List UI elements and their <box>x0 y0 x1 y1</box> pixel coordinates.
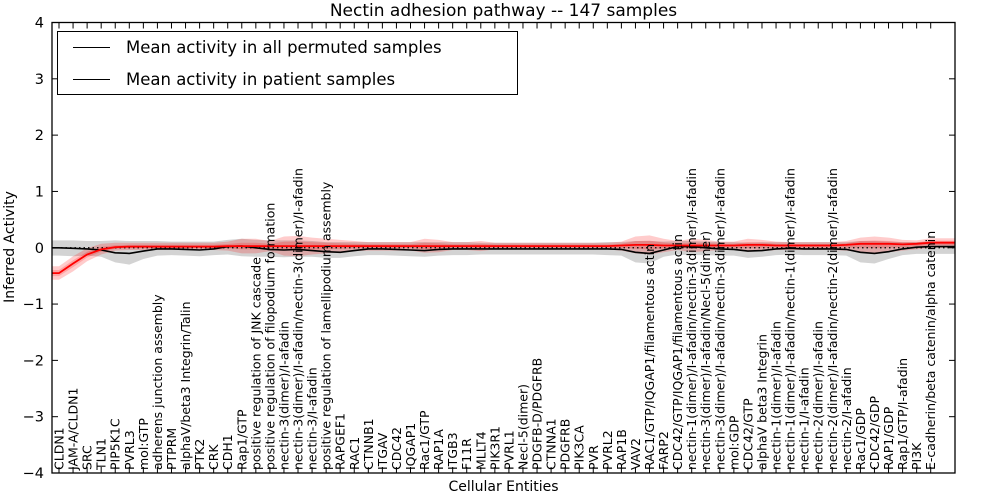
x-tick-label: PVR <box>586 445 601 470</box>
x-tick-label: CDC42/GDP <box>867 395 882 470</box>
x-tick-label: nectin-3(dimer)/I-afadin/nectin-3(dimer)… <box>712 168 727 470</box>
x-tick-label: ITGAV <box>375 432 390 470</box>
x-tick-label: RAP1A <box>431 429 446 470</box>
x-tick-label: TLN1 <box>94 438 109 471</box>
x-tick-label: nectin-3(dimer)/I-afadin <box>277 321 292 470</box>
x-tick-label: nectin-1(dimer)/I-afadin <box>769 321 784 470</box>
patient-line-swatch <box>73 78 110 80</box>
x-tick-label: PDGFRB <box>558 419 573 470</box>
y-tick-label: −4 <box>23 466 44 482</box>
x-tick-label: PIP5K1C <box>108 418 123 470</box>
x-tick-label: FARP2 <box>656 431 671 470</box>
x-tick-label: CDC42 <box>389 427 404 470</box>
x-tick-label: PI3K <box>909 442 924 470</box>
x-tick-label: nectin-2/I-afadin <box>839 367 854 470</box>
x-tick-label: PTK2 <box>192 439 207 470</box>
x-tick-label: nectin-3(dimer)/I-afadin/nectin-3(dimer)… <box>291 168 306 470</box>
x-tick-label: IQGAP1 <box>403 423 418 470</box>
x-tick-label: CDC42/GTP <box>740 398 755 470</box>
x-tick-label: nectin-1(dimer)/I-afadin/nectin-1(dimer)… <box>783 168 798 470</box>
x-tick-label: PDGFB-D/PDGFRB <box>530 358 545 470</box>
x-tick-label: Rac1/GTP <box>417 410 432 470</box>
x-tick-label: nectin-3(dimer)/I-afadin/Necl-5(dimer) <box>698 231 713 470</box>
x-tick-label: MLLT4 <box>473 431 488 470</box>
x-tick-label: JAM-A/CLDN1 <box>66 388 81 471</box>
legend-label-permuted: Mean activity in all permuted samples <box>126 37 442 57</box>
legend-item-permuted: Mean activity in all permuted samples <box>58 33 517 61</box>
x-tick-label: E-cadherin/beta catenin/alpha catenin <box>923 231 938 470</box>
x-tick-label: CDC42/GTP/IQGAP1/filamentous actin <box>670 234 685 470</box>
x-tick-label: nectin-1(dimer)/I-afadin/nectin-3(dimer)… <box>684 168 699 470</box>
x-axis-label: Cellular Entities <box>448 479 559 495</box>
patient-mean-line <box>52 241 955 275</box>
x-tick-label: positive regulation of lamellipodium ass… <box>319 181 334 470</box>
x-tick-label: RAP1B <box>614 429 629 470</box>
x-tick-label: PIK3CA <box>572 425 587 470</box>
permuted-mean-line <box>52 245 955 255</box>
legend-item-patient: Mean activity in patient samples <box>58 65 517 93</box>
y-tick-label: 3 <box>35 72 44 88</box>
x-tick-label: PVRL3 <box>122 430 137 470</box>
x-tick-label: PTPRM <box>164 428 179 470</box>
x-tick-label: Rac1/GDP <box>853 408 868 470</box>
y-tick-label: −3 <box>23 410 44 426</box>
x-tick-label: mol:GDP <box>726 415 741 470</box>
x-tick-label: CDH1 <box>220 434 235 470</box>
x-tick-label: nectin-2(dimer)/I-afadin <box>811 321 826 470</box>
x-tick-label: nectin-3/I-afadin <box>305 367 320 470</box>
y-axis-label: Inferred Activity <box>2 191 18 303</box>
x-tick-label: alphaV beta3 Integrin <box>755 334 770 470</box>
x-tick-label: nectin-1/I-afadin <box>797 367 812 470</box>
x-tick-label: CTNNB1 <box>361 418 376 470</box>
x-tick-label: ITGB3 <box>445 432 460 470</box>
x-tick-label: VAV2 <box>628 438 643 470</box>
x-tick-label: SRC <box>80 445 95 470</box>
y-tick-label: −2 <box>23 353 44 369</box>
y-tick-label: −1 <box>23 297 44 313</box>
y-tick-label: 4 <box>35 16 44 32</box>
x-tick-label: Rap1/GTP <box>234 409 249 470</box>
x-tick-label: alphaV/beta3 Integrin/Talin <box>178 302 193 471</box>
x-tick-label: mol:GTP <box>136 418 151 470</box>
x-tick-label: PIK3R1 <box>487 426 502 470</box>
legend: Mean activity in all permuted samples Me… <box>57 31 518 95</box>
x-tick-label: RAC1/GTP/IQGAP1/filamentous actin <box>642 244 657 470</box>
x-tick-label: PVRL1 <box>501 430 516 470</box>
x-tick-label: adherens junction assembly <box>150 294 165 470</box>
x-tick-label: nectin-2(dimer)/I-afadin/nectin-2(dimer)… <box>825 168 840 470</box>
permuted-line-swatch <box>73 46 110 48</box>
x-tick-label: RAC1 <box>347 437 362 470</box>
x-tick-label: RAPGEF1 <box>333 413 348 470</box>
x-tick-label: positive regulation of filopodium format… <box>262 203 277 470</box>
y-tick-label: 2 <box>35 128 44 144</box>
x-tick-label: Rap1/GTP/I-afadin <box>895 358 910 470</box>
x-tick-label: CTNNA1 <box>544 418 559 470</box>
x-tick-label: RAP1/GDP <box>881 406 896 470</box>
x-tick-label: PVRL2 <box>600 430 615 470</box>
x-tick-label: F11R <box>459 438 474 470</box>
x-tick-label: positive regulation of JNK cascade <box>248 257 263 470</box>
x-tick-label: CLDN1 <box>52 427 67 470</box>
y-tick-label: 0 <box>35 241 44 257</box>
legend-label-patient: Mean activity in patient samples <box>126 69 396 89</box>
y-tick-label: 1 <box>35 184 44 200</box>
axes-frame <box>51 21 956 474</box>
chart-title: Nectin adhesion pathway -- 147 samples <box>329 1 678 21</box>
x-tick-label: Necl-5(dimer) <box>516 384 531 470</box>
x-tick-label: CRK <box>206 444 221 470</box>
